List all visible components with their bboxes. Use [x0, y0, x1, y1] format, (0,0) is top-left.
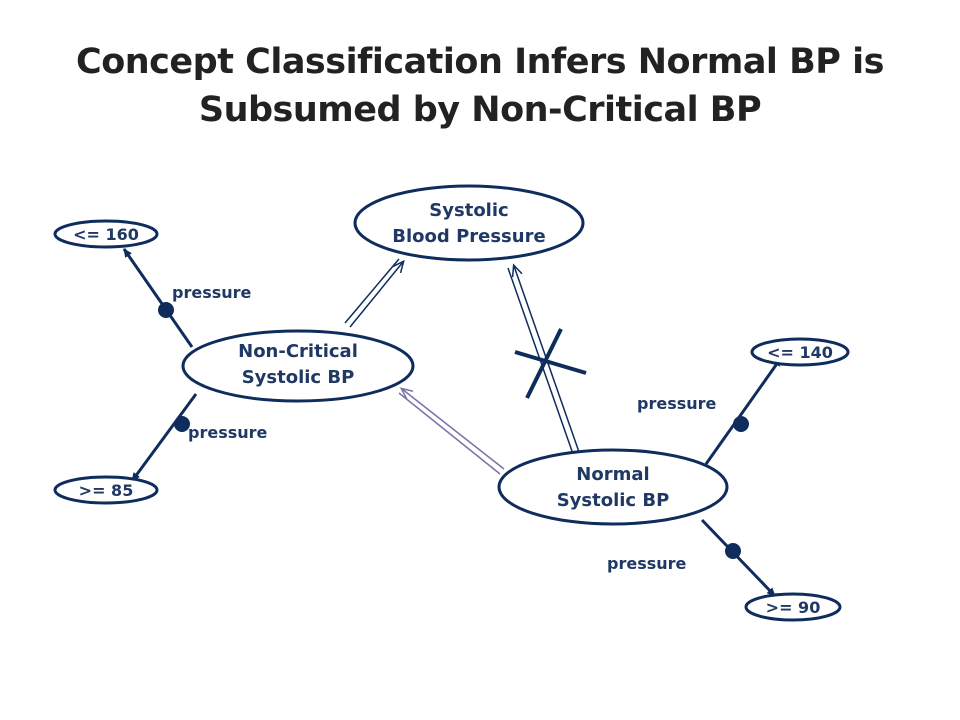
- edge-normal-upper: [704, 357, 783, 465]
- value-node-nc-upper: <= 160: [53, 219, 159, 249]
- edge-normal-to-noncritical-inferred: [398, 387, 505, 475]
- role-label-normal-lower: pressure: [607, 554, 687, 573]
- value-node-normal-lower: >= 90: [744, 592, 842, 622]
- node-normal-systolic-bp: Normal Systolic BP: [497, 448, 729, 526]
- role-dot: [733, 416, 749, 432]
- role-label-normal-upper: pressure: [637, 394, 717, 413]
- value-label: >= 90: [766, 598, 821, 617]
- edge-noncritical-upper: [122, 248, 194, 348]
- edge-noncritical-to-systolic: [344, 258, 405, 328]
- edge-noncritical-lower: [130, 393, 198, 482]
- node-non-critical-systolic-bp: Non-Critical Systolic BP: [181, 329, 415, 403]
- node-label-line-1: Non-Critical: [238, 341, 358, 362]
- title-line-1: Concept Classification Infers Normal BP …: [76, 42, 884, 82]
- role-label-nc-lower: pressure: [188, 423, 268, 442]
- removed-edge-cross-icon: [514, 328, 587, 399]
- page-title: Concept Classification Infers Normal BP …: [0, 38, 960, 134]
- title-line-2: Subsumed by Non-Critical BP: [198, 90, 762, 130]
- node-label-line-1: Systolic: [429, 200, 508, 221]
- node-label-line-2: Systolic BP: [242, 367, 355, 388]
- role-label-nc-upper: pressure: [172, 283, 252, 302]
- value-label: <= 140: [767, 343, 833, 362]
- value-node-normal-upper: <= 140: [750, 337, 850, 367]
- value-label: >= 85: [79, 481, 134, 500]
- node-label-line-2: Blood Pressure: [392, 226, 545, 247]
- role-dot: [174, 416, 190, 432]
- node-label-line-2: Systolic BP: [557, 490, 670, 511]
- value-node-nc-lower: >= 85: [53, 475, 159, 505]
- value-label: <= 160: [73, 225, 139, 244]
- role-dot: [725, 543, 741, 559]
- role-dot: [158, 302, 174, 318]
- node-systolic-blood-pressure: Systolic Blood Pressure: [353, 184, 585, 262]
- node-label-line-1: Normal: [576, 464, 649, 485]
- edge-normal-lower: [700, 518, 777, 598]
